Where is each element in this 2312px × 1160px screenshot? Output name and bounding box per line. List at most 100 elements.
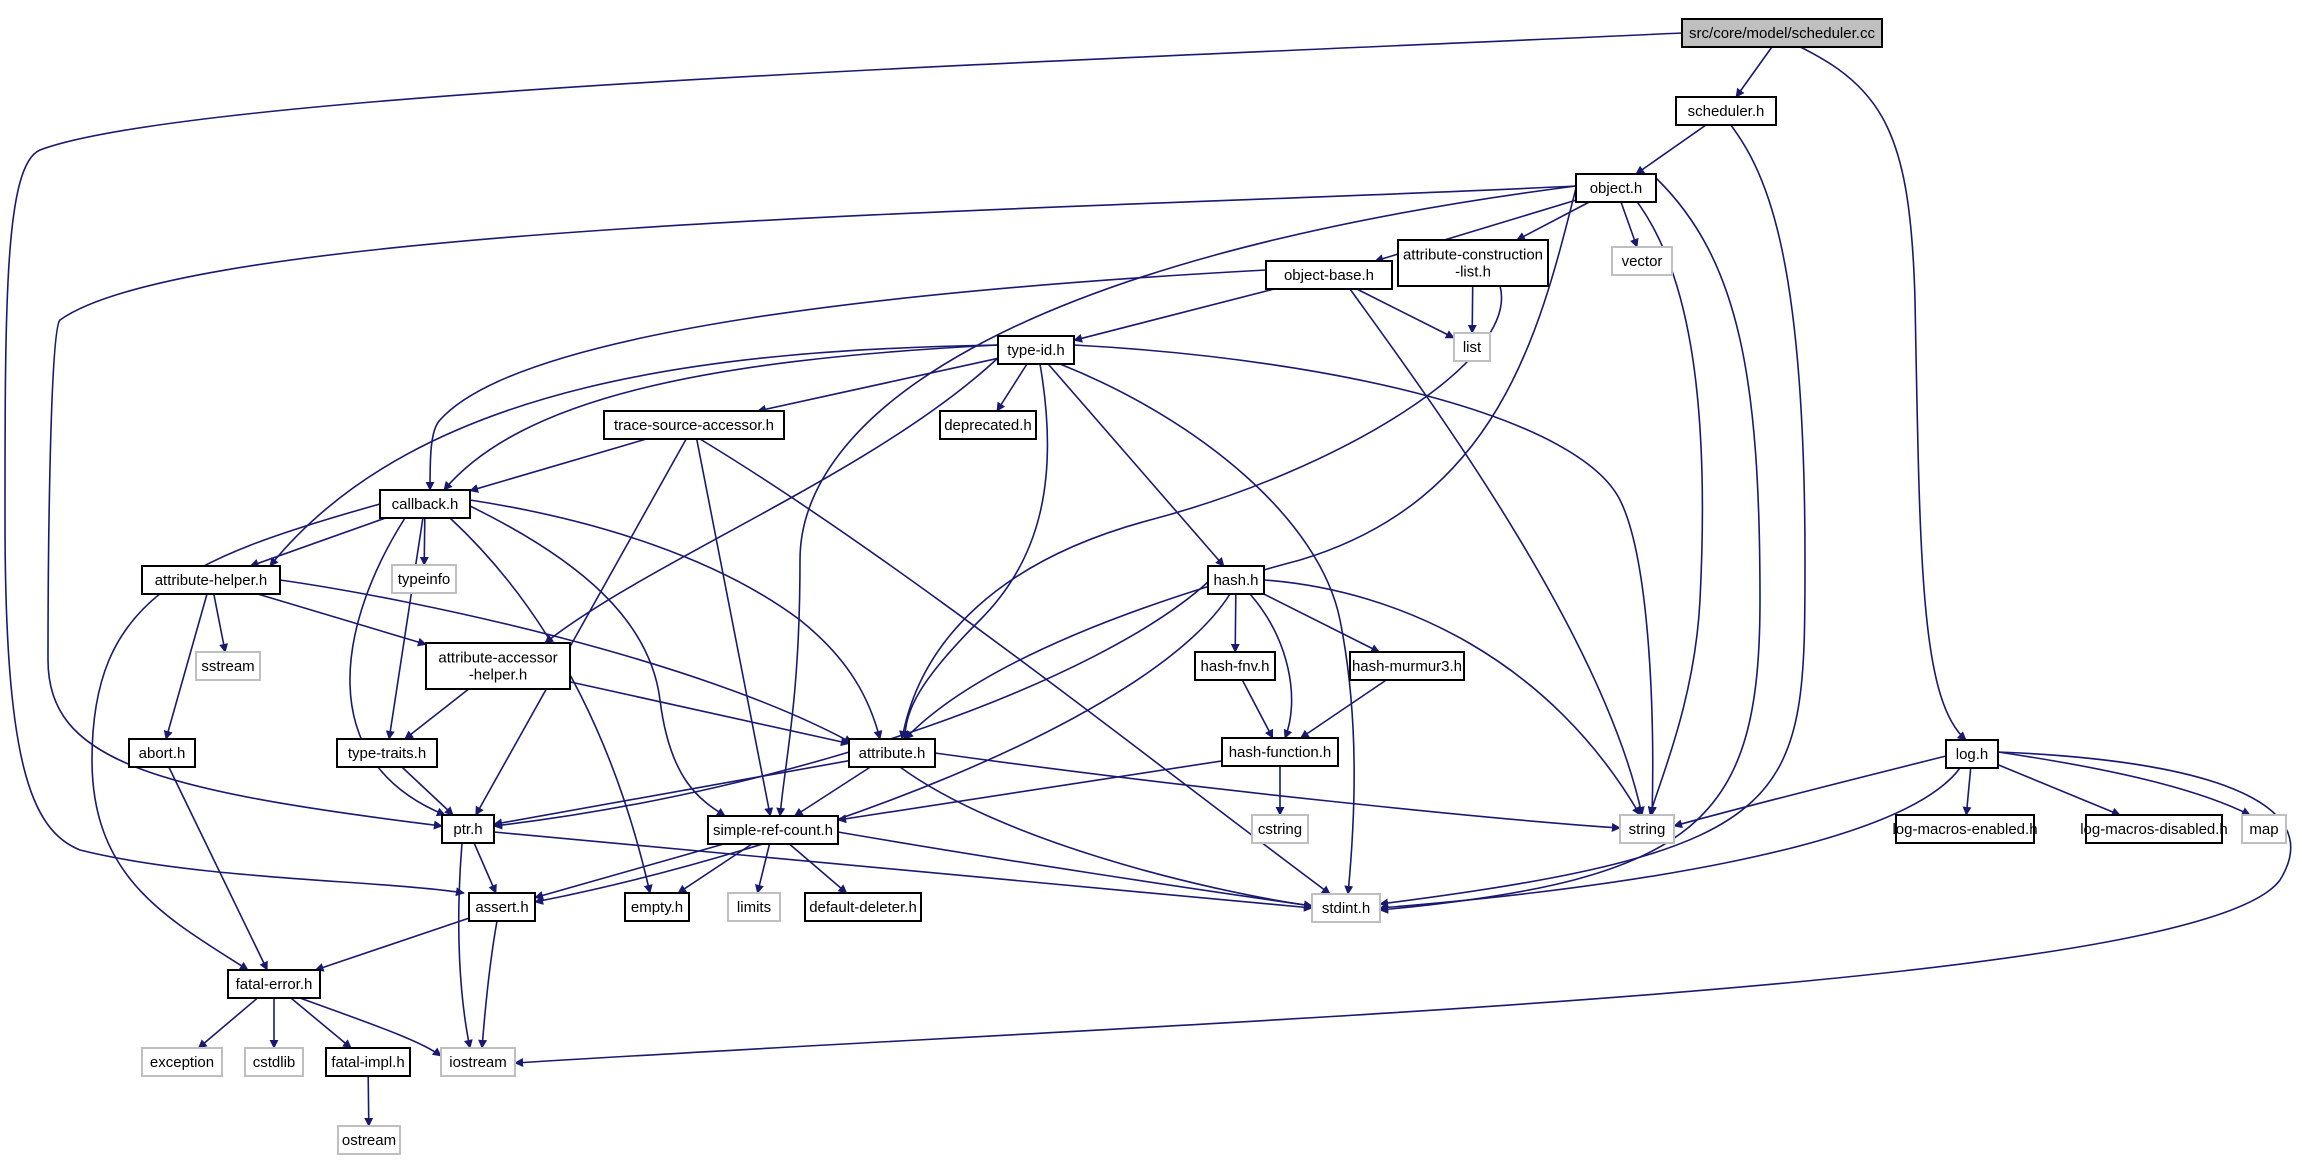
node-label: string <box>1629 821 1666 838</box>
edge-callback-h-to-empty-h <box>449 517 653 894</box>
node-hash-murmur3[interactable]: hash-murmur3.h <box>1349 651 1465 681</box>
node-box <box>379 489 471 519</box>
edge-fatal-impl-to-ostream <box>364 1075 374 1127</box>
node-callback-h[interactable]: callback.h <box>379 489 471 519</box>
node-log-disabled[interactable]: log-macros-disabled.h <box>2080 814 2228 844</box>
edge-callback-h-to-simple-ref <box>469 505 726 817</box>
node-box <box>1611 246 1673 276</box>
edge-object-h-to-stdint-h <box>1379 177 1761 914</box>
node-label: log.h <box>1956 746 1989 763</box>
node-sstream: sstream <box>195 651 261 681</box>
node-label: trace-source-accessor.h <box>614 417 774 434</box>
node-label: scheduler.h <box>1688 103 1765 120</box>
node-label: deprecated.h <box>944 417 1032 434</box>
edge-log-h-to-iostream <box>514 751 2292 1067</box>
edge-type-id-h-to-string <box>1073 344 1657 816</box>
edge-trace-source-to-simple-ref <box>695 438 774 817</box>
node-log-enabled[interactable]: log-macros-enabled.h <box>1892 814 2038 844</box>
node-label: ostream <box>342 1132 396 1149</box>
edge-object-h-to-simple-ref <box>776 185 1577 817</box>
edge-hash-h-to-ptr-h <box>493 581 1209 830</box>
node-label: abort.h <box>139 745 186 762</box>
node-box <box>141 565 281 595</box>
node-attr-construction[interactable]: attribute-construction-list.h <box>1397 239 1549 287</box>
node-label: type-traits.h <box>348 745 426 762</box>
node-box <box>1619 814 1675 844</box>
node-hash-function[interactable]: hash-function.h <box>1221 737 1339 767</box>
node-hash-h[interactable]: hash.h <box>1207 565 1265 595</box>
node-log-h[interactable]: log.h <box>1945 739 1999 769</box>
edge-attr-helper-to-attribute-h <box>279 579 853 744</box>
node-label: object.h <box>1590 180 1643 197</box>
node-box <box>1453 332 1491 362</box>
edge-type-id-h-to-hash-h <box>1047 363 1225 567</box>
node-box <box>337 1125 401 1155</box>
edge-object-base-h-to-callback-h <box>425 269 1267 491</box>
node-hash-fnv[interactable]: hash-fnv.h <box>1194 651 1276 681</box>
node-label: hash-murmur3.h <box>1352 658 1462 675</box>
node-vector: vector <box>1611 246 1673 276</box>
edge-object-base-h-to-string <box>1339 274 1645 816</box>
edge-attr-helper-to-attr-accessor <box>257 593 427 647</box>
node-label: stdint.h <box>1322 900 1370 917</box>
node-box <box>1194 651 1276 681</box>
edge-attr-construction-to-list <box>1467 285 1477 334</box>
node-abort-h[interactable]: abort.h <box>128 738 196 768</box>
node-deprecated-h[interactable]: deprecated.h <box>939 410 1037 440</box>
edge-callback-h-to-ptr-h <box>349 517 446 817</box>
node-object-h[interactable]: object.h <box>1575 173 1657 203</box>
node-box <box>1265 260 1393 290</box>
node-attr-helper[interactable]: attribute-helper.h <box>141 565 281 595</box>
node-label: assert.h <box>475 899 528 916</box>
node-box <box>1251 814 1309 844</box>
node-scheduler-h[interactable]: scheduler.h <box>1675 96 1777 126</box>
edge-object-h-to-attribute-h <box>904 187 1577 740</box>
node-box <box>141 1047 223 1077</box>
node-box <box>1575 173 1657 203</box>
node-box <box>1397 239 1549 287</box>
node-label: empty.h <box>631 899 683 916</box>
edge-type-id-h-to-attr-helper <box>269 344 999 567</box>
node-box <box>336 738 438 768</box>
edge-fatal-error-to-iostream <box>299 997 442 1057</box>
edge-object-h-to-vector <box>1620 201 1639 248</box>
node-attr-accessor[interactable]: attribute-accessor-helper.h <box>425 642 571 690</box>
node-assert-h[interactable]: assert.h <box>468 892 536 922</box>
node-ptr-h[interactable]: ptr.h <box>441 814 495 844</box>
edge-attribute-h-to-simple-ref <box>793 766 871 817</box>
node-box <box>1349 651 1465 681</box>
node-default-deleter[interactable]: default-deleter.h <box>804 892 922 922</box>
node-type-id-h[interactable]: type-id.h <box>997 335 1075 365</box>
node-label: iostream <box>449 1054 507 1071</box>
node-box <box>2085 814 2223 844</box>
node-box <box>391 564 457 594</box>
node-label: simple-ref-count.h <box>713 822 833 839</box>
node-stdint-h: stdint.h <box>1311 893 1381 923</box>
edge-callback-h-to-fatal-error <box>91 503 381 971</box>
node-attribute-h[interactable]: attribute.h <box>848 738 936 768</box>
node-box <box>727 892 781 922</box>
node-label: exception <box>150 1054 214 1071</box>
node-trace-source[interactable]: trace-source-accessor.h <box>603 410 785 440</box>
edge-trace-source-to-ptr-h <box>475 438 687 816</box>
node-label: callback.h <box>392 496 459 513</box>
node-fatal-impl[interactable]: fatal-impl.h <box>325 1047 411 1077</box>
node-label: type-id.h <box>1007 342 1065 359</box>
node-type-traits[interactable]: type-traits.h <box>336 738 438 768</box>
node-box <box>2241 814 2287 844</box>
node-box <box>1311 893 1381 923</box>
node-simple-ref[interactable]: simple-ref-count.h <box>707 815 839 845</box>
edge-attr-accessor-to-type-traits <box>404 688 470 740</box>
node-fatal-error[interactable]: fatal-error.h <box>227 969 321 999</box>
edge-scheduler-cc-to-assert-h <box>4 32 1683 897</box>
node-label: vector <box>1622 253 1663 270</box>
node-scheduler-cc[interactable]: src/core/model/scheduler.cc <box>1681 18 1883 48</box>
edge-type-id-h-to-callback-h <box>443 344 999 491</box>
node-label: map <box>2249 821 2278 838</box>
edge-hash-function-to-simple-ref <box>837 760 1223 824</box>
node-empty-h[interactable]: empty.h <box>624 892 690 922</box>
node-object-base-h[interactable]: object-base.h <box>1265 260 1393 290</box>
edge-type-id-h-to-deprecated-h <box>996 363 1028 412</box>
edge-hash-murmur3-to-hash-function <box>1299 679 1387 739</box>
